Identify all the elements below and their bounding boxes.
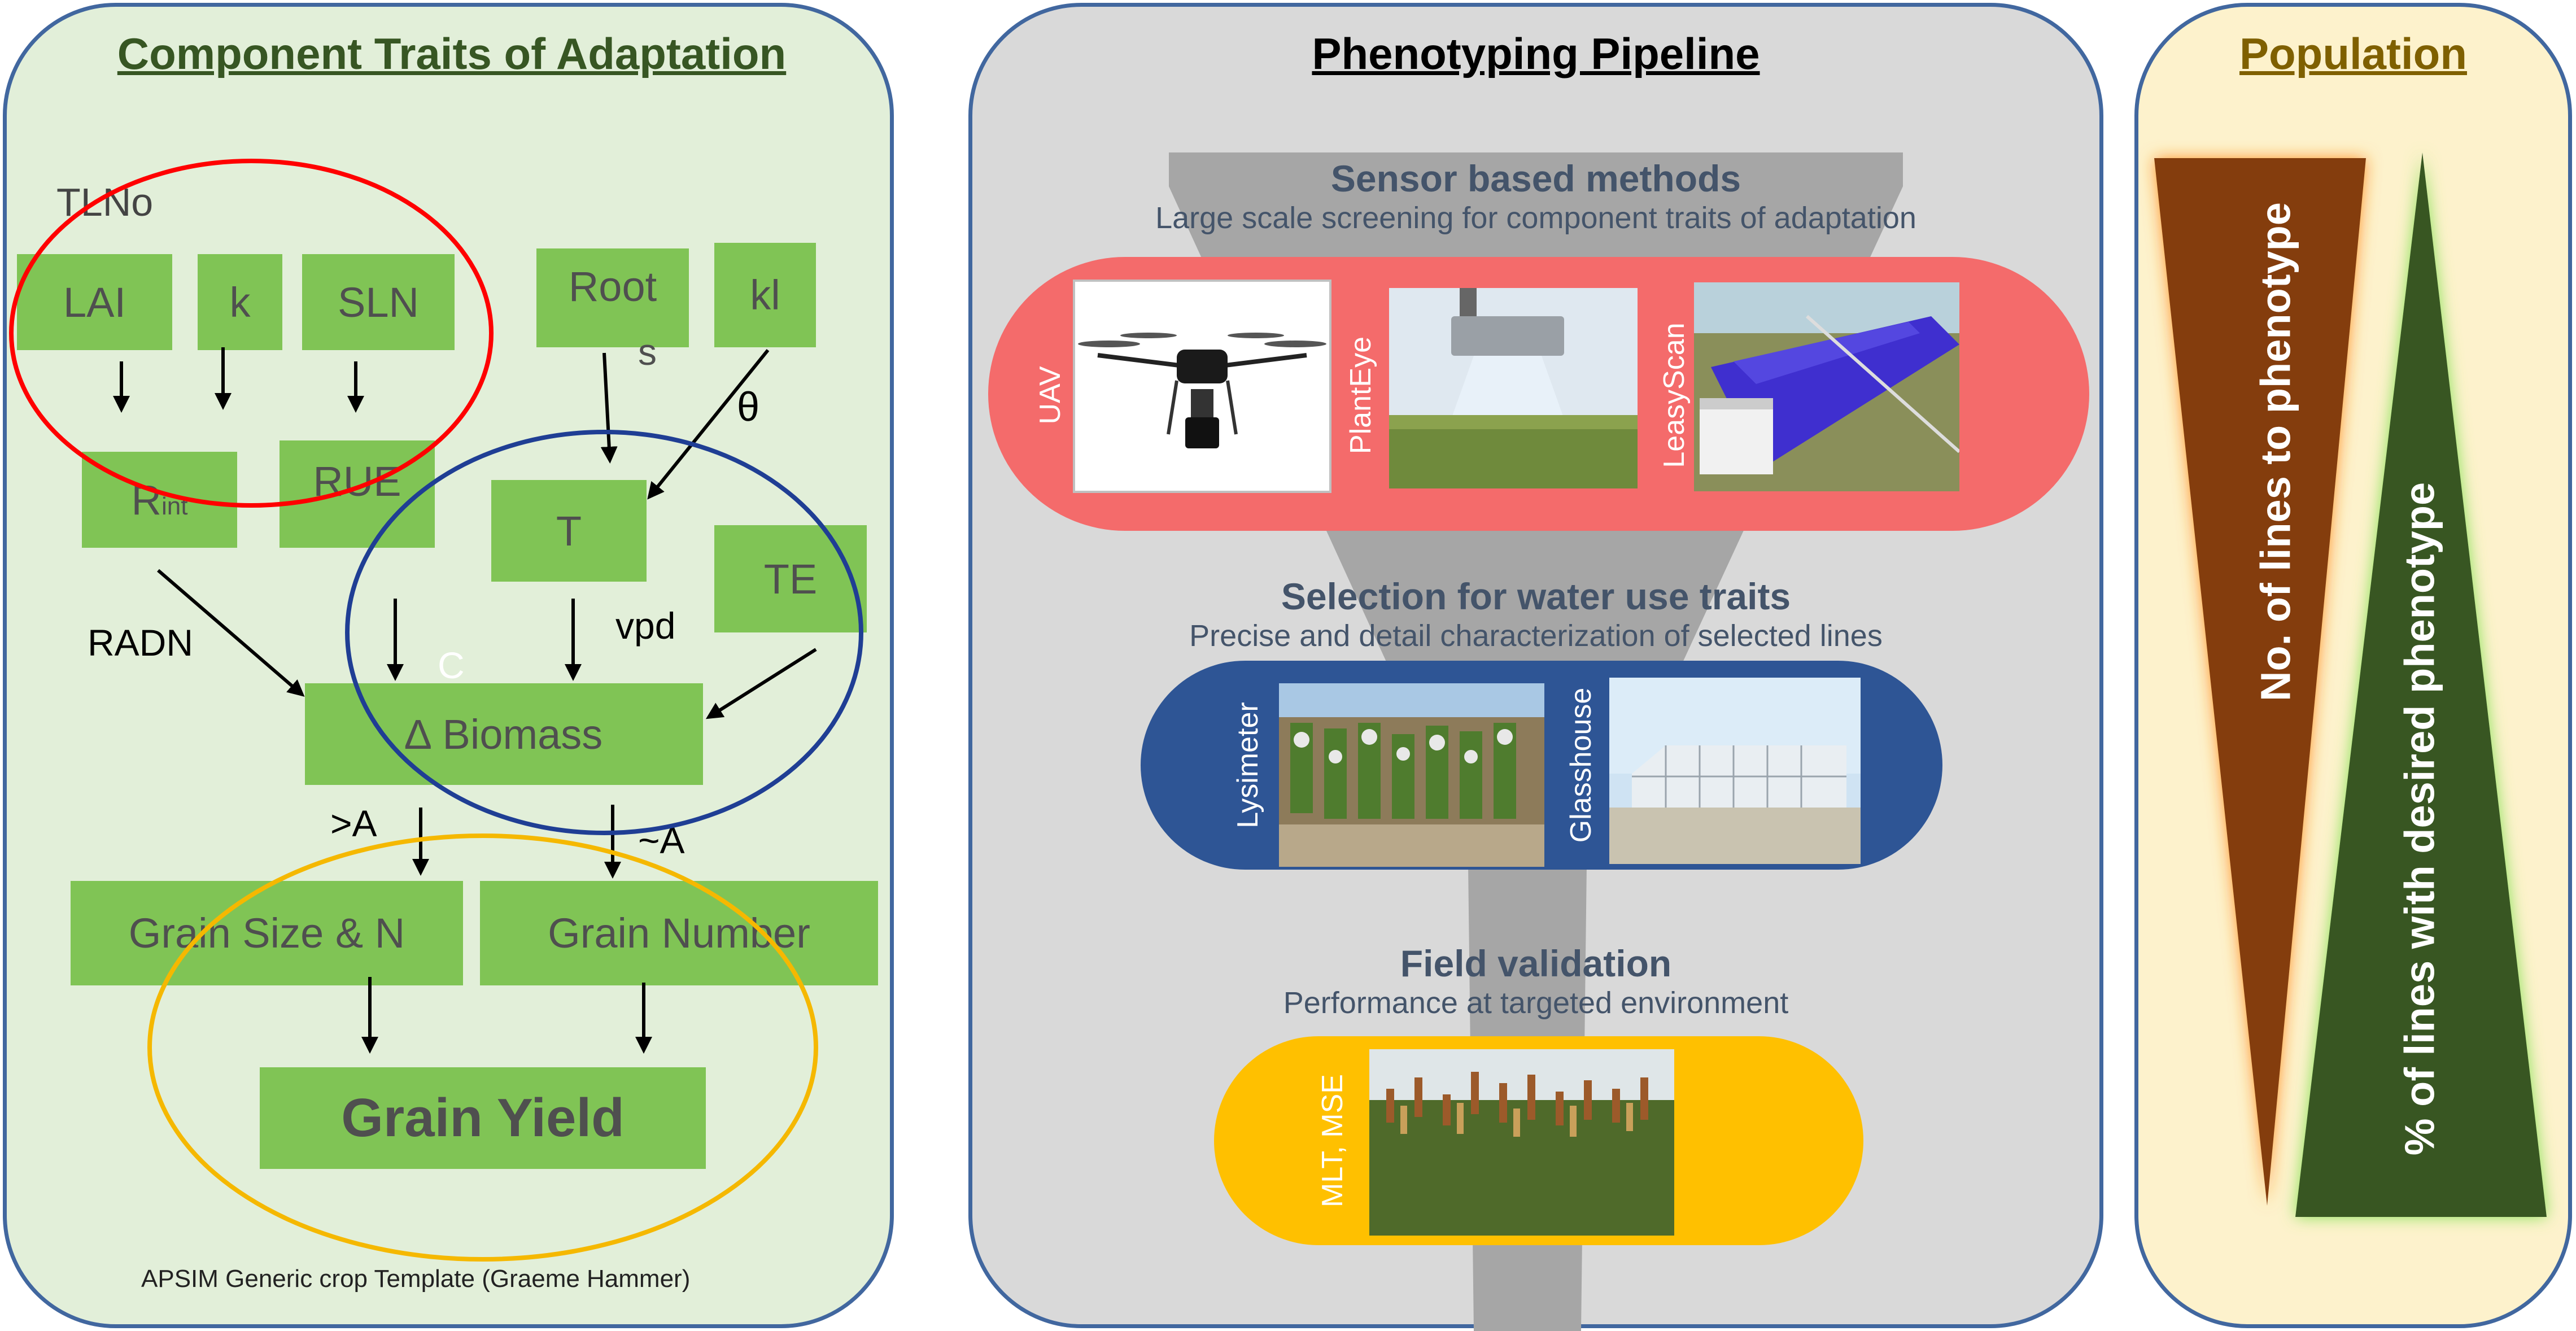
- arrow-te-biomass: [705, 648, 817, 719]
- brown-triangle: [2154, 158, 2366, 1206]
- sln-box: SLN: [302, 254, 455, 350]
- stage-water-sub: Precise and detail characterization of s…: [1189, 619, 1883, 653]
- t-box: T: [491, 480, 647, 582]
- te-box: TE: [714, 525, 867, 632]
- radn-label: RADN: [88, 622, 194, 664]
- arrow-radn-biomass: [157, 569, 305, 697]
- leasyscan-photo: [1694, 282, 1959, 491]
- stage-sensor-heading: Sensor based methods: [1330, 158, 1741, 199]
- grain-size-box: Grain Size & N: [71, 881, 463, 985]
- stage-field-sub: Performance at targeted environment: [1283, 986, 1789, 1020]
- grain-number-box: Grain Number: [480, 881, 878, 985]
- lai-box: LAI: [17, 254, 172, 350]
- traits-title: Component Traits of Adaptation: [117, 29, 787, 78]
- k-box: k: [198, 254, 282, 350]
- roots-box: Root: [536, 248, 689, 347]
- stage-sensor-sub: Large scale screening for component trai…: [1155, 201, 1916, 235]
- roots-s-label: s: [638, 331, 657, 373]
- red-ellipse: [9, 159, 494, 508]
- brown-triangle-label: No. of lines to phenotype: [2252, 202, 2299, 701]
- green-triangle-label: % of lines with desired phenotype: [2396, 482, 2443, 1156]
- glasshouse-photo: [1609, 678, 1861, 864]
- theta-label: θ: [737, 385, 760, 430]
- lysimeter-photo: [1279, 683, 1544, 867]
- blue-ellipse: [345, 430, 863, 835]
- stage-field-header: Field validation Performance at targeted…: [971, 942, 2101, 1021]
- uav-photo: [1073, 280, 1331, 493]
- kl-box: kl: [714, 243, 816, 347]
- stage-water-heading: Selection for water use traits: [1281, 575, 1791, 617]
- field-photo: [1369, 1049, 1674, 1236]
- stage-field-heading: Field validation: [1400, 942, 1672, 984]
- biomass-box: ∆ Biomass: [305, 683, 703, 785]
- stage-water-header: Selection for water use traits Precise a…: [971, 575, 2101, 654]
- population-title: Population: [2239, 29, 2467, 78]
- arrow-kl-t: [647, 349, 770, 500]
- stage-sensor-header: Sensor based methods Large scale screeni…: [971, 157, 2101, 236]
- apsim-footer: APSIM Generic crop Template (Graeme Hamm…: [141, 1265, 691, 1293]
- c-label: C: [438, 644, 465, 686]
- grain-yield-box: Grain Yield: [260, 1067, 706, 1169]
- gt-a-label: >A: [330, 802, 377, 844]
- pipeline-title: Phenotyping Pipeline: [1312, 29, 1760, 78]
- arrow-roots-t: [600, 352, 618, 464]
- green-triangle: [2295, 152, 2547, 1217]
- orange-ellipse: [147, 833, 818, 1262]
- vpd-label: vpd: [615, 605, 676, 647]
- planteye-photo: [1389, 288, 1638, 488]
